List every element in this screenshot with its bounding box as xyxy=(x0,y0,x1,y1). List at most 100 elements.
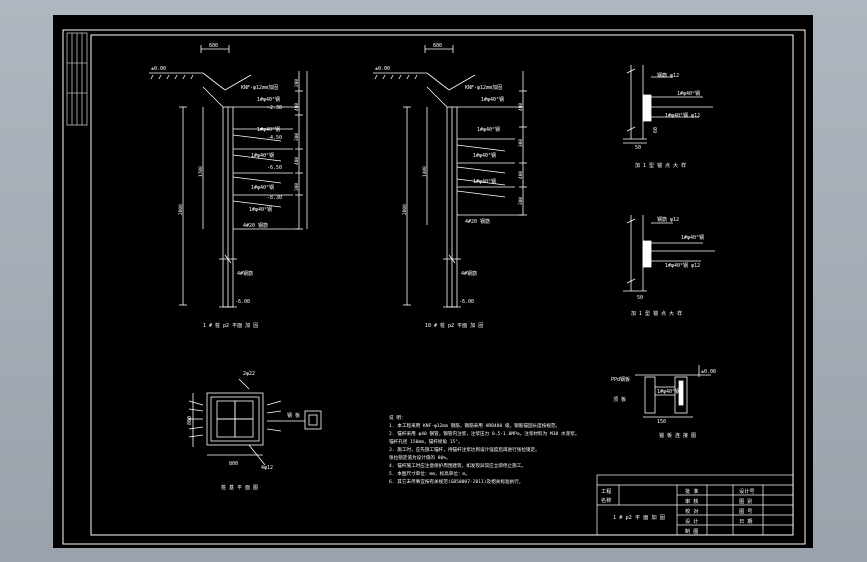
notes-heading: 说 明： xyxy=(389,414,406,421)
section-a-bar-label: KNF-φ12mm加固 xyxy=(241,84,278,91)
notes-line-6: 4. 锚杆施工时应注意保护周围建筑，如发现异常应立即停止施工。 xyxy=(389,462,526,469)
section-a-level-1: -2.30 xyxy=(267,105,282,111)
tb-row-1-b: 设计号 xyxy=(739,487,755,495)
section-a-top-dim: 600 xyxy=(209,43,218,49)
tb-row-4-b: 日 期 xyxy=(739,518,753,525)
section-b-top-dim: 600 xyxy=(433,43,442,49)
tb-row-2-b: 图 别 xyxy=(739,497,753,505)
plan-view-labels: 2φ22 4φ12 800 800 钢 板 桩 基 平 面 图 xyxy=(187,371,300,491)
section-b-side-dim-1: 400 xyxy=(518,103,524,111)
section-a-side-dim-2: 400 xyxy=(294,103,300,111)
section-a-labels: 600 ±0.00 KNF-φ12mm加固 1#φ40°钢 -2.30 1#φ4… xyxy=(151,43,282,329)
detail-3-level: ±0.00 xyxy=(701,369,716,375)
plan-dim-bottom: 800 xyxy=(229,461,238,467)
section-b-labels: 600 ±0.00 KNF-φ12mm加固 1#φ40°钢 1#φ40°钢 1#… xyxy=(375,43,504,329)
section-b-side-dim-3: 400 xyxy=(518,171,524,179)
section-b-anchor-3: 1#φ40°钢 xyxy=(473,152,496,159)
tb-row-5-a: 制 图 xyxy=(685,527,699,535)
detail-1[interactable] xyxy=(623,65,713,144)
notes-line-3: 锚杆孔径 150mm，锚杆倾角 15°。 xyxy=(389,438,463,445)
detail-2[interactable] xyxy=(623,215,715,292)
detail-3-title: 锚 板 连 接 图 xyxy=(659,432,696,439)
tb-row-4-a: 设 计 xyxy=(685,517,699,525)
detail-2-labels: 钢筋 φ12 1#φ40°钢 1#φ40°钢 φ12 50 加 1 型 锚 点 … xyxy=(631,216,704,317)
plan-view[interactable] xyxy=(188,378,322,466)
notes-line-2: 2. 锚杆采用 φ40 钢管，钢管内注浆，注浆压力 0.5-1.0MPa，注浆材… xyxy=(389,430,579,437)
section-b-side-dim-2: 300 xyxy=(518,139,524,147)
title-block-text: 工程 名称 1 # p2 平 面 加 固 批 准 设计号 审 核 图 别 校 对… xyxy=(601,487,755,535)
section-a-level-2: -4.50 xyxy=(267,135,282,141)
notes-line-8: 6. 其它未尽事宜按有关规范(GB50007-2011)及相关标准执行。 xyxy=(389,478,523,485)
section-a-anchor-2: 1#φ40°钢 xyxy=(257,126,280,133)
section-a-dims: 200 400 300 400 300 2000 1700 xyxy=(178,79,300,215)
section-b-bottom-level: -6.00 xyxy=(459,299,474,305)
detail-1-dim: 50 xyxy=(635,145,641,151)
notes-line-7: 5. 本图尺寸单位：mm，标高单位：m。 xyxy=(389,470,470,477)
detail-3-label-left: PPd钢板 xyxy=(611,376,630,383)
detail-1-bottom-label: 1#φ40°钢 φ12 xyxy=(665,112,700,119)
section-a-level-4: -8.30 xyxy=(267,195,282,201)
plan-dim-side: 800 xyxy=(187,416,193,425)
tb-row-3-a: 校 对 xyxy=(685,507,699,515)
detail-3-label-left2: 顶 板 xyxy=(613,396,626,403)
plan-bottom-label: 4φ12 xyxy=(261,465,273,471)
detail-3-dim: 150 xyxy=(657,419,666,425)
section-a-anchor-1: 1#φ40°钢 xyxy=(257,96,280,103)
section-a[interactable] xyxy=(149,45,308,308)
binding-strip xyxy=(66,32,88,126)
section-b-main-dim: 2000 xyxy=(402,204,408,215)
section-b-dims: 400 300 400 300 2000 1400 xyxy=(402,103,524,215)
detail-3-label-mid: 1#φ40°钢 xyxy=(657,388,680,395)
detail-2-dim: 50 xyxy=(637,295,643,301)
detail-1-dim2: 60 xyxy=(653,127,659,133)
section-a-title: 1 # 桩 p2 平面 加 固 xyxy=(203,322,258,329)
section-b-title: 10 # 桩 p2 平面 加 固 xyxy=(425,322,483,329)
section-b-inner-dim: 1400 xyxy=(422,166,428,177)
plan-top-label: 2φ22 xyxy=(243,371,255,377)
notes-line-4: 3. 施工时，应先施工锚杆，待锚杆注浆达到设计强度后再进行张拉锁定。 xyxy=(389,446,540,453)
section-a-bottom-level: -6.00 xyxy=(235,299,250,305)
section-b-bar-label: KNF-φ12mm加固 xyxy=(465,84,502,91)
detail-2-top-label: 钢筋 φ12 xyxy=(657,216,679,223)
section-b-pile-label: 4#钢筋 xyxy=(461,270,477,277)
section-a-inner-dim: 1700 xyxy=(198,166,204,177)
drawing-name: 1 # p2 平 面 加 固 xyxy=(613,513,665,521)
notes-line-5: 张拉锁定值为设计值的 80%。 xyxy=(389,454,451,461)
plan-title: 桩 基 平 面 图 xyxy=(221,484,258,491)
detail-2-mid-label: 1#φ40°钢 xyxy=(681,234,704,241)
section-b[interactable] xyxy=(373,45,527,308)
section-a-anchor-3: 1#φ40°钢 xyxy=(251,152,274,159)
section-b-side-dim-4: 300 xyxy=(518,197,524,205)
tb-row-2-a: 审 核 xyxy=(685,497,699,505)
title-block[interactable] xyxy=(596,474,794,536)
notes: 说 明： 1. 本工程采用 KNF-φ12mm 钢筋，钢筋采用 HRB400 级… xyxy=(389,414,579,485)
section-a-pile-label: 4#钢筋 xyxy=(237,270,253,277)
section-a-main-dim: 2000 xyxy=(178,204,184,215)
section-b-anchor-1: 1#φ40°钢 xyxy=(481,96,504,103)
section-a-anchor-5: 1#φ40°钢 xyxy=(249,206,272,213)
section-a-level-3: -6.50 xyxy=(267,165,282,171)
cad-drawing[interactable]: 600 ±0.00 KNF-φ12mm加固 1#φ40°钢 -2.30 1#φ4… xyxy=(53,15,813,548)
section-b-bottom-label: 4#20 钢筋 xyxy=(465,218,490,225)
tb-row-1-a: 批 准 xyxy=(685,487,699,495)
notes-line-1: 1. 本工程采用 KNF-φ12mm 钢筋，钢筋采用 HRB400 级，钢筋锚固… xyxy=(389,422,560,429)
detail-3[interactable] xyxy=(635,365,711,418)
project-label-2: 名称 xyxy=(601,496,611,504)
section-a-bottom-label: 4#20 钢筋 xyxy=(243,222,268,229)
drawing-sheet[interactable]: 600 ±0.00 KNF-φ12mm加固 1#φ40°钢 -2.30 1#φ4… xyxy=(53,15,813,548)
section-b-anchor-4: 1#φ40°钢 xyxy=(473,178,496,185)
detail-2-bottom-label: 1#φ40°钢 φ12 xyxy=(665,262,700,269)
section-a-top-level: ±0.00 xyxy=(151,66,166,72)
section-a-side-dim-3: 300 xyxy=(294,133,300,141)
tb-row-3-b: 图 号 xyxy=(739,508,753,515)
detail-2-title: 加 1 型 锚 点 大 样 xyxy=(631,310,682,317)
inner-frame xyxy=(90,34,794,536)
detail-1-top-label: 钢筋 φ12 xyxy=(657,72,679,79)
section-a-side-dim-1: 200 xyxy=(294,79,300,87)
detail-1-labels: 钢筋 φ12 1#φ40°钢 1#φ40°钢 φ12 50 60 加 1 型 锚… xyxy=(635,72,700,169)
section-a-side-dim-5: 300 xyxy=(294,183,300,191)
plan-right-label: 钢 板 xyxy=(287,412,300,419)
section-a-anchor-4: 1#φ40°钢 xyxy=(251,184,274,191)
detail-1-mid-label: 1#φ40°钢 xyxy=(677,90,700,97)
section-a-side-dim-4: 400 xyxy=(294,157,300,165)
